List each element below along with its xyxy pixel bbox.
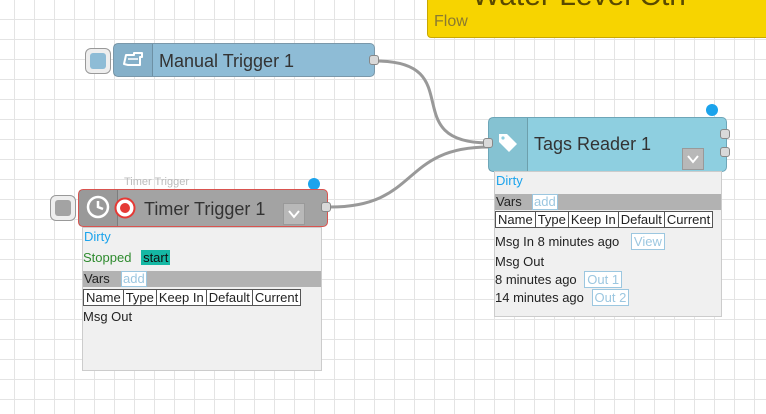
timer-trigger-dropdown[interactable] xyxy=(283,203,305,225)
column-header: Current xyxy=(251,289,302,306)
column-header: Type xyxy=(122,289,157,306)
column-header: Current xyxy=(663,211,714,228)
out1-time: 8 minutes ago xyxy=(495,272,577,287)
wire-timer-to-tags xyxy=(329,145,490,209)
clock-icon xyxy=(79,190,118,226)
timer-trigger-add-button[interactable]: add xyxy=(121,271,147,287)
column-header: Default xyxy=(617,211,665,228)
tags-reader-msg-out: Msg Out xyxy=(495,254,545,269)
manual-trigger-node[interactable]: Manual Trigger 1 xyxy=(113,43,379,77)
table-header-row: Name Type Keep In Default Current xyxy=(83,289,302,306)
timer-trigger-vars-table: Name Type Keep In Default Current xyxy=(83,289,302,306)
timer-trigger-inject-button[interactable] xyxy=(50,195,76,221)
tags-reader-out1-row: 8 minutes ago Out 1 xyxy=(495,271,623,288)
flow-group-tab[interactable]: Water Level Ctrl Flow xyxy=(427,0,766,38)
tags-reader-input-port[interactable] xyxy=(483,138,493,148)
flow-group-title: Water Level Ctrl xyxy=(472,0,686,13)
timer-trigger-vars-bar: Vars add xyxy=(83,271,321,287)
column-header: Name xyxy=(495,211,536,228)
table-header-row: Name Type Keep In Default Current xyxy=(495,211,714,228)
tags-reader-panel: Dirty Vars add Name Type Keep In Default… xyxy=(494,171,722,317)
timer-trigger-type-label: Timer Trigger xyxy=(124,176,189,188)
column-header: Type xyxy=(534,211,569,228)
chevron-down-icon xyxy=(686,151,700,167)
timer-trigger-panel: Dirty Stopped start Vars add Name Type K… xyxy=(82,227,322,371)
out1-button[interactable]: Out 1 xyxy=(584,271,623,288)
tags-reader-node[interactable]: Tags Reader 1 xyxy=(483,117,730,172)
column-header: Keep In xyxy=(155,289,207,306)
timer-trigger-status-row: Stopped start xyxy=(83,250,171,265)
tags-reader-vars-bar: Vars add xyxy=(495,194,721,210)
manual-trigger-label: Manual Trigger 1 xyxy=(159,51,295,71)
start-button[interactable]: start xyxy=(141,250,171,265)
wire-manual-to-tags xyxy=(375,59,490,145)
timer-status-text: Stopped xyxy=(83,250,132,265)
column-header: Name xyxy=(83,289,124,306)
timer-trigger-label: Timer Trigger 1 xyxy=(144,199,266,219)
manual-trigger-inject-button[interactable] xyxy=(85,48,111,74)
tags-reader-output-port-2[interactable] xyxy=(720,147,730,157)
tags-reader-add-button[interactable]: add xyxy=(532,194,558,210)
tags-reader-dirty: Dirty xyxy=(496,173,523,188)
timer-trigger-dirty: Dirty xyxy=(84,229,111,244)
flow-group-subtitle: Flow xyxy=(434,13,468,30)
timer-trigger-msg-out: Msg Out xyxy=(83,309,133,324)
manual-trigger-output-port[interactable] xyxy=(369,55,379,65)
timer-trigger-status-dot xyxy=(308,178,320,190)
msg-in-text: Msg In 8 minutes ago xyxy=(495,234,620,249)
out2-time: 14 minutes ago xyxy=(495,290,584,305)
tags-reader-dropdown[interactable] xyxy=(682,148,704,170)
timer-trigger-output-port[interactable] xyxy=(321,202,331,212)
tag-icon xyxy=(489,118,528,171)
out2-button[interactable]: Out 2 xyxy=(591,289,630,306)
timer-trigger-node[interactable]: Timer Trigger 1 xyxy=(78,189,331,227)
tags-reader-status-dot xyxy=(706,104,718,116)
tags-reader-vars-table: Name Type Keep In Default Current xyxy=(495,211,714,228)
tags-reader-label: Tags Reader 1 xyxy=(534,134,652,154)
view-button[interactable]: View xyxy=(630,233,665,250)
tags-reader-msg-in: Msg In 8 minutes ago View xyxy=(495,233,665,250)
column-header: Default xyxy=(205,289,253,306)
record-icon xyxy=(114,197,136,224)
chevron-down-icon xyxy=(287,206,301,222)
tags-reader-out2-row: 14 minutes ago Out 2 xyxy=(495,289,630,306)
hand-pointer-icon xyxy=(114,44,153,76)
timer-trigger-vars-label: Vars xyxy=(84,271,110,286)
column-header: Keep In xyxy=(567,211,619,228)
tags-reader-output-port-1[interactable] xyxy=(720,129,730,139)
tags-reader-vars-label: Vars xyxy=(496,194,522,209)
